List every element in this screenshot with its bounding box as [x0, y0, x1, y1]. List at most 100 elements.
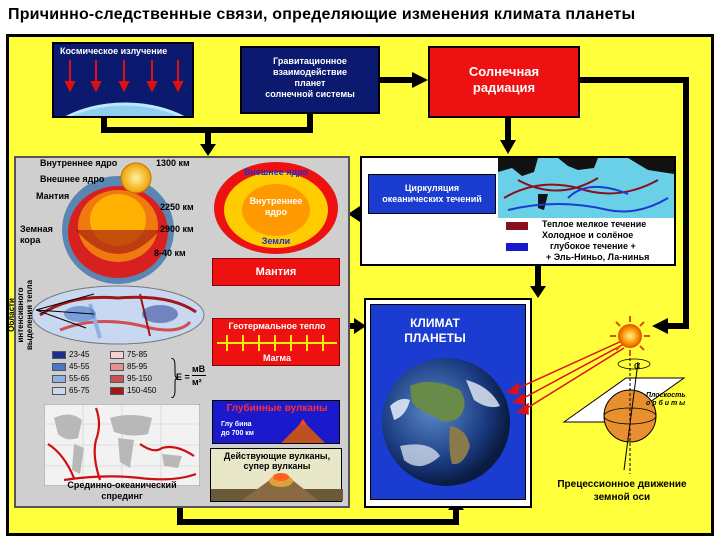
precession-caption-line-2: земной оси [593, 492, 651, 503]
unit-e-label: E = [176, 372, 190, 382]
mantle-box: Мантия [212, 258, 340, 286]
gravity-line-1: Гравитационное [273, 56, 347, 66]
heat-legend-value: 55-65 [69, 374, 90, 383]
inner-core-label: Внутреннее ядро [40, 158, 118, 168]
crust-label-2: кора [20, 235, 41, 245]
earth-cutaway-illustration [62, 162, 174, 284]
core-circle-diagram [214, 162, 338, 254]
precession-caption-line-1: Прецессионное движение [557, 479, 687, 490]
active-volcanoes-line-1: Действующие вулканы, [223, 451, 331, 461]
heat-legend-swatch [110, 362, 124, 371]
cold-current-line-2: глубокое течение + [550, 241, 636, 251]
heat-legend-swatch [110, 350, 124, 359]
heat-legend-swatch [110, 374, 124, 383]
cold-current-line-1: Холодное и солёное [542, 230, 634, 240]
heat-legend-item: 95-150 [110, 374, 164, 383]
heat-legend-item: 65-75 [52, 386, 106, 395]
geothermal-flow-lines [217, 335, 337, 351]
solar-line-2: радиация [472, 80, 536, 95]
inner-core-circle-label: Внутреннее ядро [212, 196, 340, 218]
heat-areas-vertical-label: Области интенсивного выделения тепла [7, 263, 37, 367]
ocean-circulation-line-1: Циркуляция [404, 183, 460, 193]
active-volcano-image [211, 473, 343, 501]
deep-volcanoes-depth-2: до 700 км [221, 430, 254, 437]
orbit-plane-label: Плоскость о р б и т ы [646, 392, 686, 408]
depth-1300-label: 1300 км [156, 158, 190, 168]
ocean-currents-map [498, 158, 674, 218]
heat-legend-value: 85-95 [127, 362, 148, 371]
outer-core-label: Внешнее ядро [40, 174, 105, 184]
heat-legend-value: 150-450 [127, 386, 157, 395]
heat-legend-swatch [52, 362, 66, 371]
spreading-world-map [44, 404, 200, 486]
deep-volcanoes-label: Глубинные вулканы [226, 403, 328, 414]
orbit-plane-line-1: Плоскость [646, 392, 686, 399]
heat-legend-item: 45-55 [52, 362, 106, 371]
cold-current-swatch [506, 243, 528, 251]
climate-line-2: ПЛАНЕТЫ [404, 331, 466, 345]
warm-current-swatch [506, 222, 528, 230]
unit-fraction-line [192, 375, 206, 376]
cosmic-radiation-box: Космическое излучение [52, 42, 194, 118]
crust-label-1: Земная [20, 224, 53, 234]
heat-legend-value: 45-55 [69, 362, 90, 371]
unit-mv-label: мВ [192, 364, 206, 374]
heat-legend-item: 85-95 [110, 362, 164, 371]
unit-m2-label: м² [192, 377, 202, 387]
depth-2900-label: 2900 км [160, 224, 194, 234]
spreading-line-2: спрединг [101, 491, 143, 501]
heat-areas-line-1: Области [7, 298, 16, 332]
heat-legend-item: 150-450 [110, 386, 164, 395]
climate-title: КЛИМАТ ПЛАНЕТЫ [370, 316, 500, 346]
heat-legend-value: 23-45 [69, 350, 90, 359]
legend-brace [170, 358, 178, 398]
climate-line-1: КЛИМАТ [410, 316, 460, 330]
heat-legend-item: 75-85 [110, 350, 164, 359]
heat-legend-swatch [52, 350, 66, 359]
inner-core-circle-line-2: ядро [265, 207, 287, 217]
inner-core-circle-line-1: Внутреннее [249, 196, 303, 206]
heat-area-pointer-lines [36, 293, 95, 329]
magma-label: Магма [263, 353, 291, 363]
heat-legend-swatch [52, 386, 66, 395]
outer-core-circle-label: Внешнее ядро [243, 167, 309, 177]
heat-legend-value: 75-85 [127, 350, 148, 359]
gravity-line-2: взаимодействие [272, 67, 348, 77]
cosmic-radiation-label: Космическое излучение [60, 46, 168, 56]
cold-current-line-3: + Эль-Ниньо, Ла-нинья [546, 252, 650, 262]
spreading-line-1: Срединно-океанический [67, 480, 177, 490]
heat-legend-value: 95-150 [127, 374, 152, 383]
precession-diagram [562, 316, 686, 474]
heat-legend: 23-45 75-85 45-55 85-95 55-65 95-150 65-75 150-… [52, 350, 212, 404]
cosmic-rays-illustration [64, 60, 185, 116]
gravity-line-4: солнечной системы [265, 89, 355, 99]
heat-legend-value: 65-75 [69, 386, 90, 395]
warm-current-label: Теплое мелкое течение [542, 219, 647, 229]
geothermal-heat-label: Геотермальное тепло [228, 321, 326, 331]
sun-rays [506, 339, 625, 415]
heat-areas-line-2: интенсивного [16, 287, 25, 343]
ocean-circulation-box: Циркуляция океанических течений [368, 174, 496, 214]
gravity-interaction-box: Гравитационное взаимодействие планет сол… [240, 46, 380, 114]
gravity-line-3: планет [294, 78, 326, 88]
alpha-label: α [634, 360, 641, 372]
earth-globe-image [382, 358, 510, 486]
heat-legend-swatch [52, 374, 66, 383]
solar-radiation-box: Солнечная радиация [428, 46, 580, 118]
deep-volcanoes-box: Глубинные вулканы Глу бина до 700 км [212, 400, 340, 444]
precession-caption: Прецессионное движение земной оси [536, 478, 708, 504]
volcano-icon [281, 419, 325, 443]
geothermal-box: Геотермальное тепло Магма [212, 318, 340, 366]
active-volcanoes-box: Действующие вулканы, супер вулканы [210, 448, 343, 502]
heat-legend-item: 55-65 [52, 374, 106, 383]
depth-2250-label: 2250 км [160, 202, 194, 212]
solar-line-1: Солнечная [468, 64, 540, 79]
active-volcanoes-line-2: супер вулканы [243, 461, 311, 471]
deep-volcanoes-depth-1: Глу бина [221, 421, 252, 428]
page-title: Причинно-следственные связи, определяющи… [8, 6, 636, 23]
depth-8-40-label: 8-40 км [154, 248, 186, 258]
heat-legend-swatch [110, 386, 124, 395]
ocean-circulation-line-2: океанических течений [382, 194, 482, 204]
earth-circle-label: Земли [261, 236, 291, 246]
